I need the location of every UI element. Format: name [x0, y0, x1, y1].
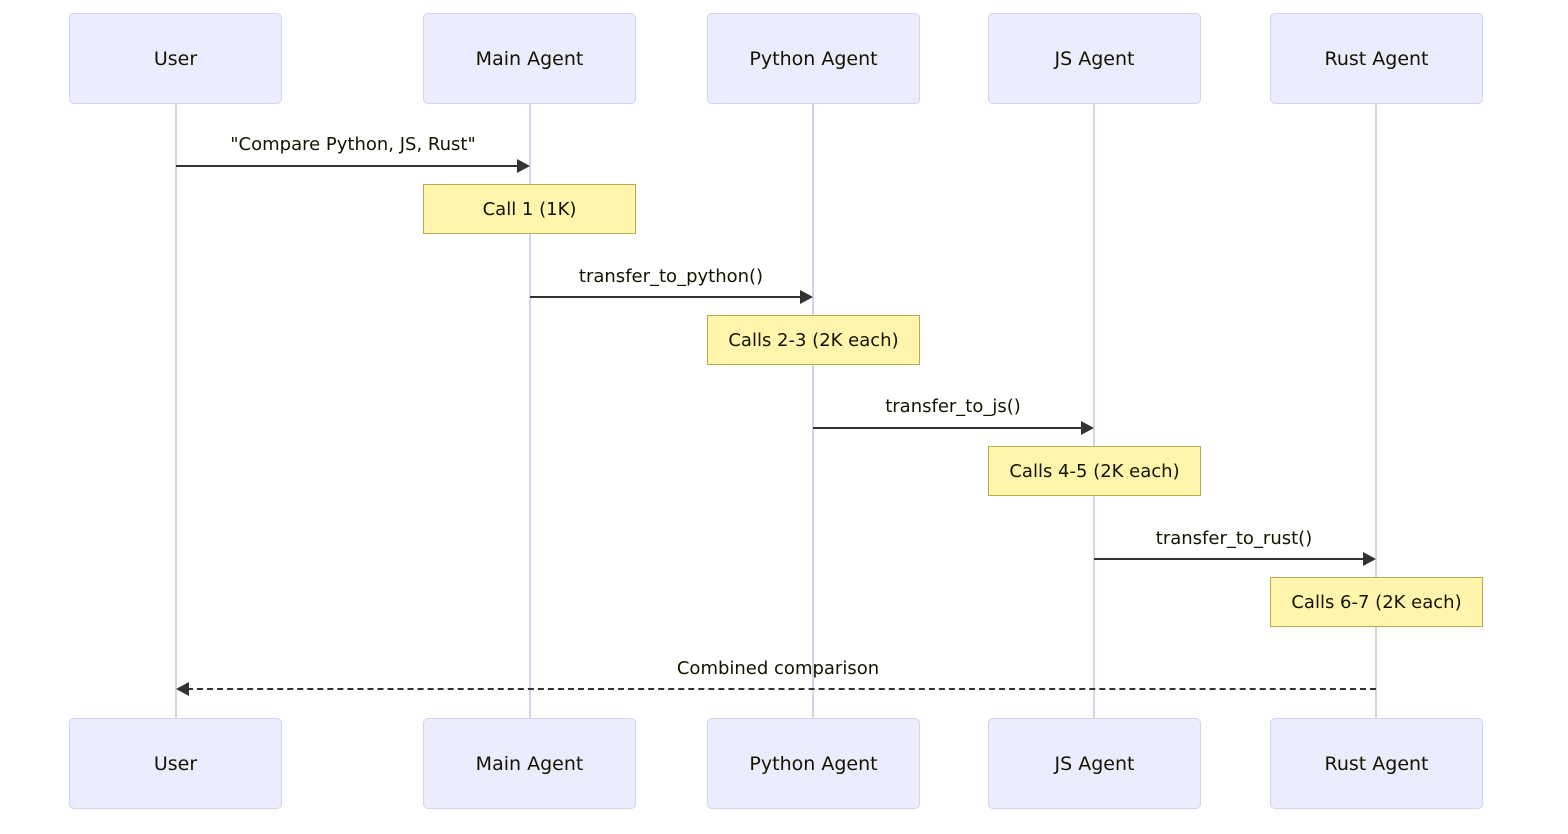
arrowhead-msg-transfer-python	[800, 290, 813, 304]
participant-label-user: User	[153, 47, 198, 70]
participant-label-python-agent: Python Agent	[749, 47, 878, 70]
lifeline-main-agent	[529, 104, 531, 718]
participant-user-top[interactable]: User	[69, 13, 282, 104]
message-line-msg-combined-comparison	[187, 688, 1376, 690]
message-label-text-msg-transfer-js: transfer_to_js()	[885, 396, 1021, 417]
participant-label-user: User	[153, 752, 198, 775]
note-label-note-calls-4-5: Calls 4-5 (2K each)	[1009, 460, 1180, 482]
message-label-text-msg-transfer-python: transfer_to_python()	[578, 266, 764, 287]
message-line-msg-transfer-js	[813, 427, 1083, 429]
arrowhead-msg-transfer-js	[1081, 421, 1094, 435]
participant-label-python-agent: Python Agent	[749, 752, 878, 775]
lifeline-python-agent	[812, 104, 814, 718]
note-calls-4-5[interactable]: Calls 4-5 (2K each)	[988, 446, 1201, 496]
lifeline-js-agent	[1093, 104, 1095, 718]
note-call-1[interactable]: Call 1 (1K)	[423, 184, 636, 234]
participant-label-js-agent: JS Agent	[1054, 47, 1135, 70]
note-label-note-call-1: Call 1 (1K)	[482, 198, 577, 220]
message-line-msg-transfer-rust	[1094, 558, 1365, 560]
participant-main-agent-top[interactable]: Main Agent	[423, 13, 636, 104]
participant-label-rust-agent: Rust Agent	[1324, 752, 1429, 775]
participant-js-agent-top[interactable]: JS Agent	[988, 13, 1201, 104]
participant-label-main-agent: Main Agent	[475, 47, 584, 70]
message-line-msg-compare	[176, 165, 519, 167]
participant-python-agent-top[interactable]: Python Agent	[707, 13, 920, 104]
participant-rust-agent-bottom[interactable]: Rust Agent	[1270, 718, 1483, 809]
participant-label-rust-agent: Rust Agent	[1324, 47, 1429, 70]
arrowhead-msg-compare	[517, 159, 530, 173]
participant-main-agent-bottom[interactable]: Main Agent	[423, 718, 636, 809]
note-label-note-calls-2-3: Calls 2-3 (2K each)	[728, 329, 899, 351]
participant-python-agent-bottom[interactable]: Python Agent	[707, 718, 920, 809]
arrowhead-msg-combined-comparison	[176, 682, 189, 696]
message-label-text-msg-transfer-rust: transfer_to_rust()	[1155, 528, 1313, 549]
participant-js-agent-bottom[interactable]: JS Agent	[988, 718, 1201, 809]
lifeline-rust-agent	[1375, 104, 1377, 718]
note-calls-6-7[interactable]: Calls 6-7 (2K each)	[1270, 577, 1483, 627]
message-line-msg-transfer-python	[530, 296, 802, 298]
lifeline-user	[175, 104, 177, 718]
participant-label-js-agent: JS Agent	[1054, 752, 1135, 775]
note-label-note-calls-6-7: Calls 6-7 (2K each)	[1291, 591, 1462, 613]
message-label-text-msg-compare: "Compare Python, JS, Rust"	[230, 134, 476, 155]
message-label-text-msg-combined-comparison: Combined comparison	[676, 658, 880, 679]
participant-label-main-agent: Main Agent	[475, 752, 584, 775]
participant-user-bottom[interactable]: User	[69, 718, 282, 809]
arrowhead-msg-transfer-rust	[1363, 552, 1376, 566]
participant-rust-agent-top[interactable]: Rust Agent	[1270, 13, 1483, 104]
note-calls-2-3[interactable]: Calls 2-3 (2K each)	[707, 315, 920, 365]
